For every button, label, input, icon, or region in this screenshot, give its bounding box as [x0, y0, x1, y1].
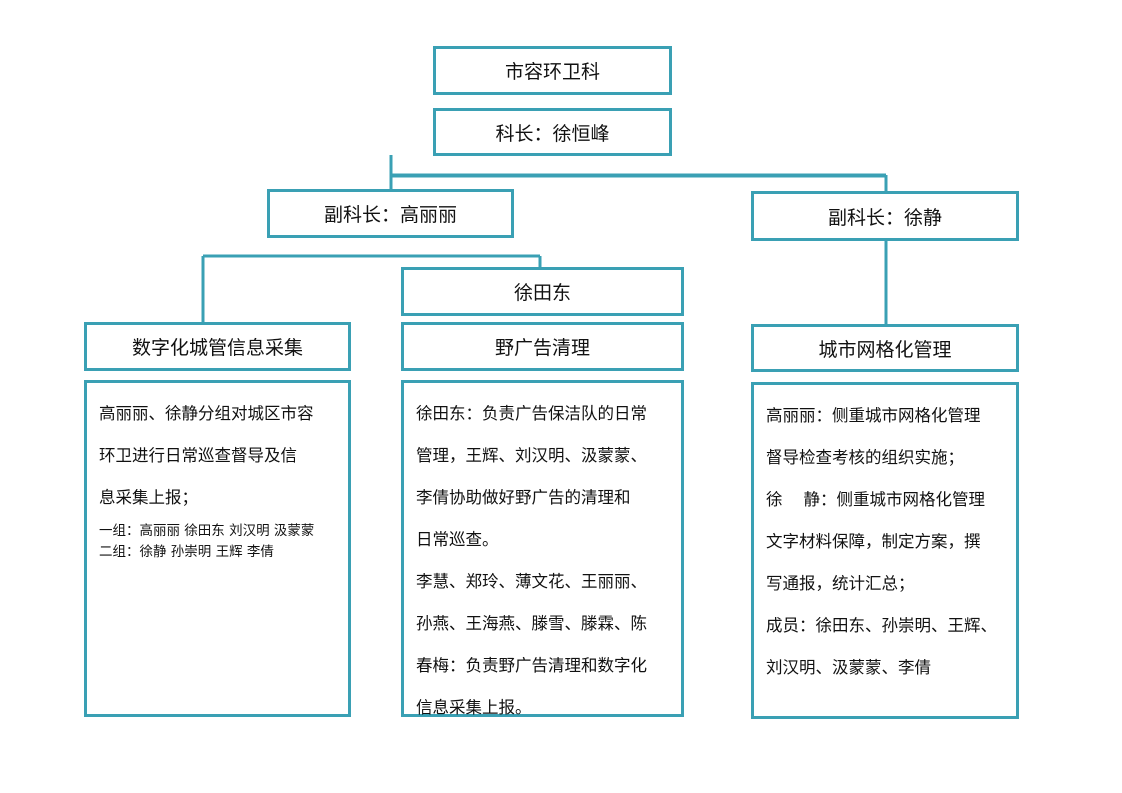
chief-box: 科长：徐恒峰	[433, 108, 672, 156]
sub-leader-title: 徐田东	[513, 282, 571, 304]
deputy-right-title: 副科长：徐静	[827, 206, 942, 229]
chief-title: 科长：徐恒峰	[495, 122, 610, 145]
section-digital-title: 数字化城管信息采集	[131, 337, 303, 359]
section-grid-content: 高丽丽：侧重城市网格化管理 督导检查考核的组织实施； 徐 静：侧重城市网格化管理…	[751, 382, 1019, 719]
group-line: 二组：徐静 孙崇明 王辉 李倩	[99, 544, 274, 560]
content-line: 刘汉明、汲蒙蒙、李倩	[766, 658, 931, 677]
content-line: 成员：徐田东、孙崇明、王辉、	[766, 616, 997, 635]
department-title: 市容环卫科	[504, 61, 600, 83]
content-line: 孙燕、王海燕、滕雪、滕霖、陈	[416, 614, 647, 633]
content-line: 春梅：负责野广告清理和数字化	[416, 656, 647, 675]
section-ads-title-box: 野广告清理	[401, 322, 684, 371]
content-line: 徐 静：侧重城市网格化管理	[766, 490, 985, 509]
section-ads-title: 野广告清理	[494, 337, 590, 359]
deputy-right-box: 副科长：徐静	[751, 191, 1019, 241]
section-grid-title: 城市网格化管理	[818, 338, 952, 361]
content-line: 信息采集上报。	[416, 698, 532, 717]
deputy-left-box: 副科长：高丽丽	[267, 189, 514, 238]
deputy-left-title: 副科长：高丽丽	[323, 204, 457, 226]
department-box: 市容环卫科	[433, 46, 672, 95]
sub-leader-box: 徐田东	[401, 267, 684, 316]
content-line: 环卫进行日常巡查督导及信	[99, 446, 297, 465]
content-line: 李倩协助做好野广告的清理和	[416, 488, 631, 507]
content-line: 高丽丽、徐静分组对城区市容	[99, 404, 314, 423]
content-line: 高丽丽：侧重城市网格化管理	[766, 406, 981, 425]
content-line: 督导检查考核的组织实施；	[766, 448, 964, 467]
content-line: 李慧、郑玲、薄文花、王丽丽、	[416, 572, 647, 591]
content-line: 徐田东：负责广告保洁队的日常	[416, 404, 647, 423]
section-digital-title-box: 数字化城管信息采集	[84, 322, 351, 371]
content-line: 息采集上报；	[99, 488, 198, 507]
content-line: 日常巡查。	[416, 530, 499, 549]
section-digital-content: 高丽丽、徐静分组对城区市容 环卫进行日常巡查督导及信 息采集上报； 一组：高丽丽…	[84, 380, 351, 717]
section-ads-content: 徐田东：负责广告保洁队的日常 管理，王辉、刘汉明、汲蒙蒙、 李倩协助做好野广告的…	[401, 380, 684, 717]
section-grid-title-box: 城市网格化管理	[751, 324, 1019, 372]
group-line: 一组：高丽丽 徐田东 刘汉明 汲蒙蒙	[99, 523, 315, 539]
content-line: 写通报，统计汇总；	[766, 574, 915, 593]
content-line: 管理，王辉、刘汉明、汲蒙蒙、	[416, 446, 647, 465]
content-line: 文字材料保障，制定方案，撰	[766, 532, 981, 551]
